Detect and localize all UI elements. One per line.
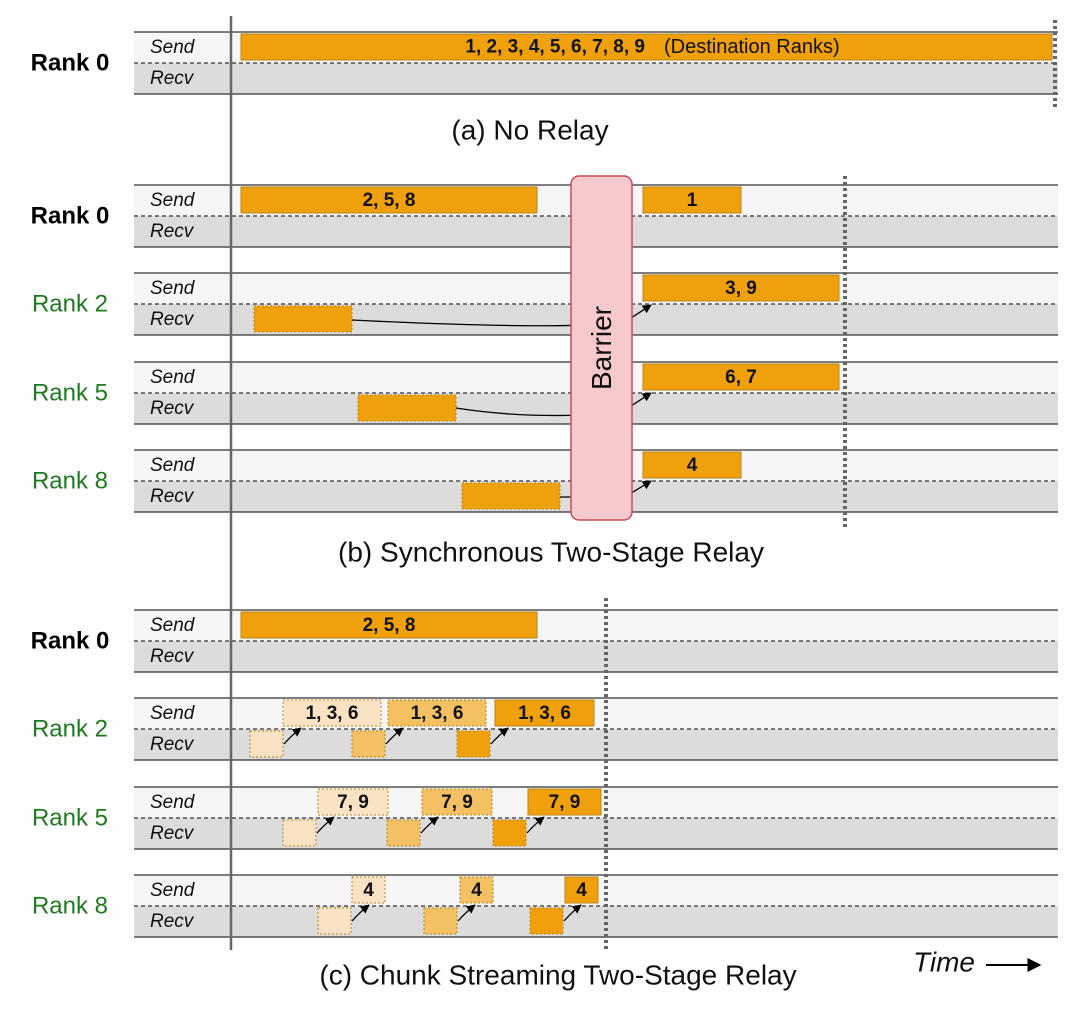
c-rank0-send-bar [240,611,538,639]
b-rank8-recv-label: Recv [150,486,195,507]
c-rank2-send-label-3: 1, 3, 6 [518,703,571,724]
c-rank2-send-chunk-1 [282,699,382,727]
c-rank0-send-label: Send [150,615,196,636]
c-rank5-recv-chunk-1 [282,819,317,847]
c-rank8-arrow-1 [351,904,370,922]
c-rank8-send-label-2: 4 [471,880,482,901]
c-rank8-send-chunk-3 [564,876,599,904]
b-rank5-send-bar [642,363,840,391]
b-rank2-recv-bar [253,305,353,333]
a-rank0-bar-numbers: 1, 2, 3, 4, 5, 6, 7, 8, 9 [465,37,645,58]
c-rank2-label: Rank 2 [32,716,108,743]
b-caption: (b) Synchronous Two-Stage Relay [338,537,764,568]
barrier-label: Barrier [586,306,617,390]
c-rank2-send-label-1: 1, 3, 6 [306,703,359,724]
c-rank2-send-label: Send [150,703,196,724]
c-rank8-send-chunk-1 [351,876,386,904]
b-rank2-label: Rank 2 [32,291,108,318]
c-rank8-recv-chunk-1 [317,907,352,935]
c-rank2-recv-chunk-2 [351,730,386,758]
b-rank8-send-label: 4 [687,455,698,476]
c-rank5-arrow-2 [420,816,439,834]
c-rank2-send-label-2: 1, 3, 6 [411,703,464,724]
c-rank8-send-label: Send [150,880,196,901]
c-rank2-arrow-3 [490,727,509,745]
b-rank0-send-bar-1 [240,186,538,214]
c-rank2-recv-label: Recv [150,734,195,755]
c-rank2-recv-row [134,729,1058,760]
b-rank2-send-bar [642,274,840,302]
c-rank8-recv-chunk-2 [423,907,458,935]
c-rank5-arrow-1 [316,816,335,834]
c-rank5-recv-label: Recv [150,823,195,844]
a-rank0-recv-label: Recv [150,68,195,89]
c-rank0-recv-row [134,641,1058,672]
c-rank5-recv-chunk-2 [386,819,421,847]
b-rank2-recv-label: Recv [150,309,195,330]
c-rank8-send-chunk-2 [459,876,494,904]
c-rank8-recv-chunk-3 [529,907,564,935]
c-rank5-label: Rank 5 [32,805,108,832]
c-rank5-send-label-2: 7, 9 [441,792,473,813]
c-rank5-send-label: Send [150,792,196,813]
c-rank5-recv-row [134,818,1058,849]
c-rank8-arrow-3 [563,904,582,922]
c-rank5-send-label-1: 7, 9 [337,792,369,813]
b-rank0-send-label: Send [150,190,196,211]
c-rank2-send-chunk-3 [494,699,595,727]
c-rank8-label: Rank 8 [32,893,108,920]
b-rank0-send-bar-2 [642,186,742,214]
c-rank5-send-chunk-3 [527,788,602,816]
c-rank5-recv-chunk-3 [492,819,527,847]
c-rank0-label: Rank 0 [31,628,110,655]
b-rank0-send-label-1: 2, 5, 8 [363,190,416,211]
b-rank8-send-bar [642,451,742,479]
a-caption: (a) No Relay [451,115,608,146]
b-rank2-send-label: Send [150,278,196,299]
b-rank5-recv-bar [357,394,457,422]
c-rank8-send-label-1: 4 [363,880,374,901]
a-rank0-label: Rank 0 [31,50,110,77]
a-rank0-recv-row [134,63,1058,94]
c-rank8-send-label-3: 4 [576,880,587,901]
barrier-box [570,175,633,521]
b-rank5-send-label: Send [150,367,196,388]
b-rank5-send-label: 6, 7 [725,367,757,388]
b-rank0-recv-label: Recv [150,221,195,242]
c-rank5-send-chunk-1 [317,788,389,816]
time-label: Time [913,947,975,978]
c-caption: (c) Chunk Streaming Two-Stage Relay [319,960,796,991]
b-rank8-recv-bar [461,482,561,510]
c-rank5-arrow-3 [526,816,545,834]
c-rank2-send-chunk-2 [387,699,487,727]
c-rank8-recv-label: Recv [150,911,195,932]
c-rank2-send-row [134,698,1058,729]
b-rank8-label: Rank 8 [32,468,108,495]
c-rank2-recv-chunk-1 [249,730,284,758]
c-rank2-arrow-2 [385,727,404,745]
c-rank5-send-label-3: 7, 9 [549,792,581,813]
b-rank0-send-label-2: 1 [687,190,698,211]
a-rank0-send-label: Send [150,37,196,58]
a-rank0-bar-note: (Destination Ranks) [664,36,840,58]
c-rank5-send-chunk-2 [421,788,493,816]
b-rank5-label: Rank 5 [32,380,108,407]
b-rank8-send-label: Send [150,455,196,476]
c-rank2-arrow-1 [283,727,302,745]
a-rank0-send-bar [240,33,1053,61]
c-rank0-recv-label: Recv [150,646,195,667]
c-rank0-send-label: 2, 5, 8 [363,615,416,636]
b-rank5-recv-label: Recv [150,398,195,419]
c-rank2-recv-chunk-3 [456,730,491,758]
c-rank8-arrow-2 [457,904,476,922]
b-rank2-send-label: 3, 9 [725,278,757,299]
b-rank0-label: Rank 0 [31,203,110,230]
c-rank8-recv-row [134,906,1058,937]
